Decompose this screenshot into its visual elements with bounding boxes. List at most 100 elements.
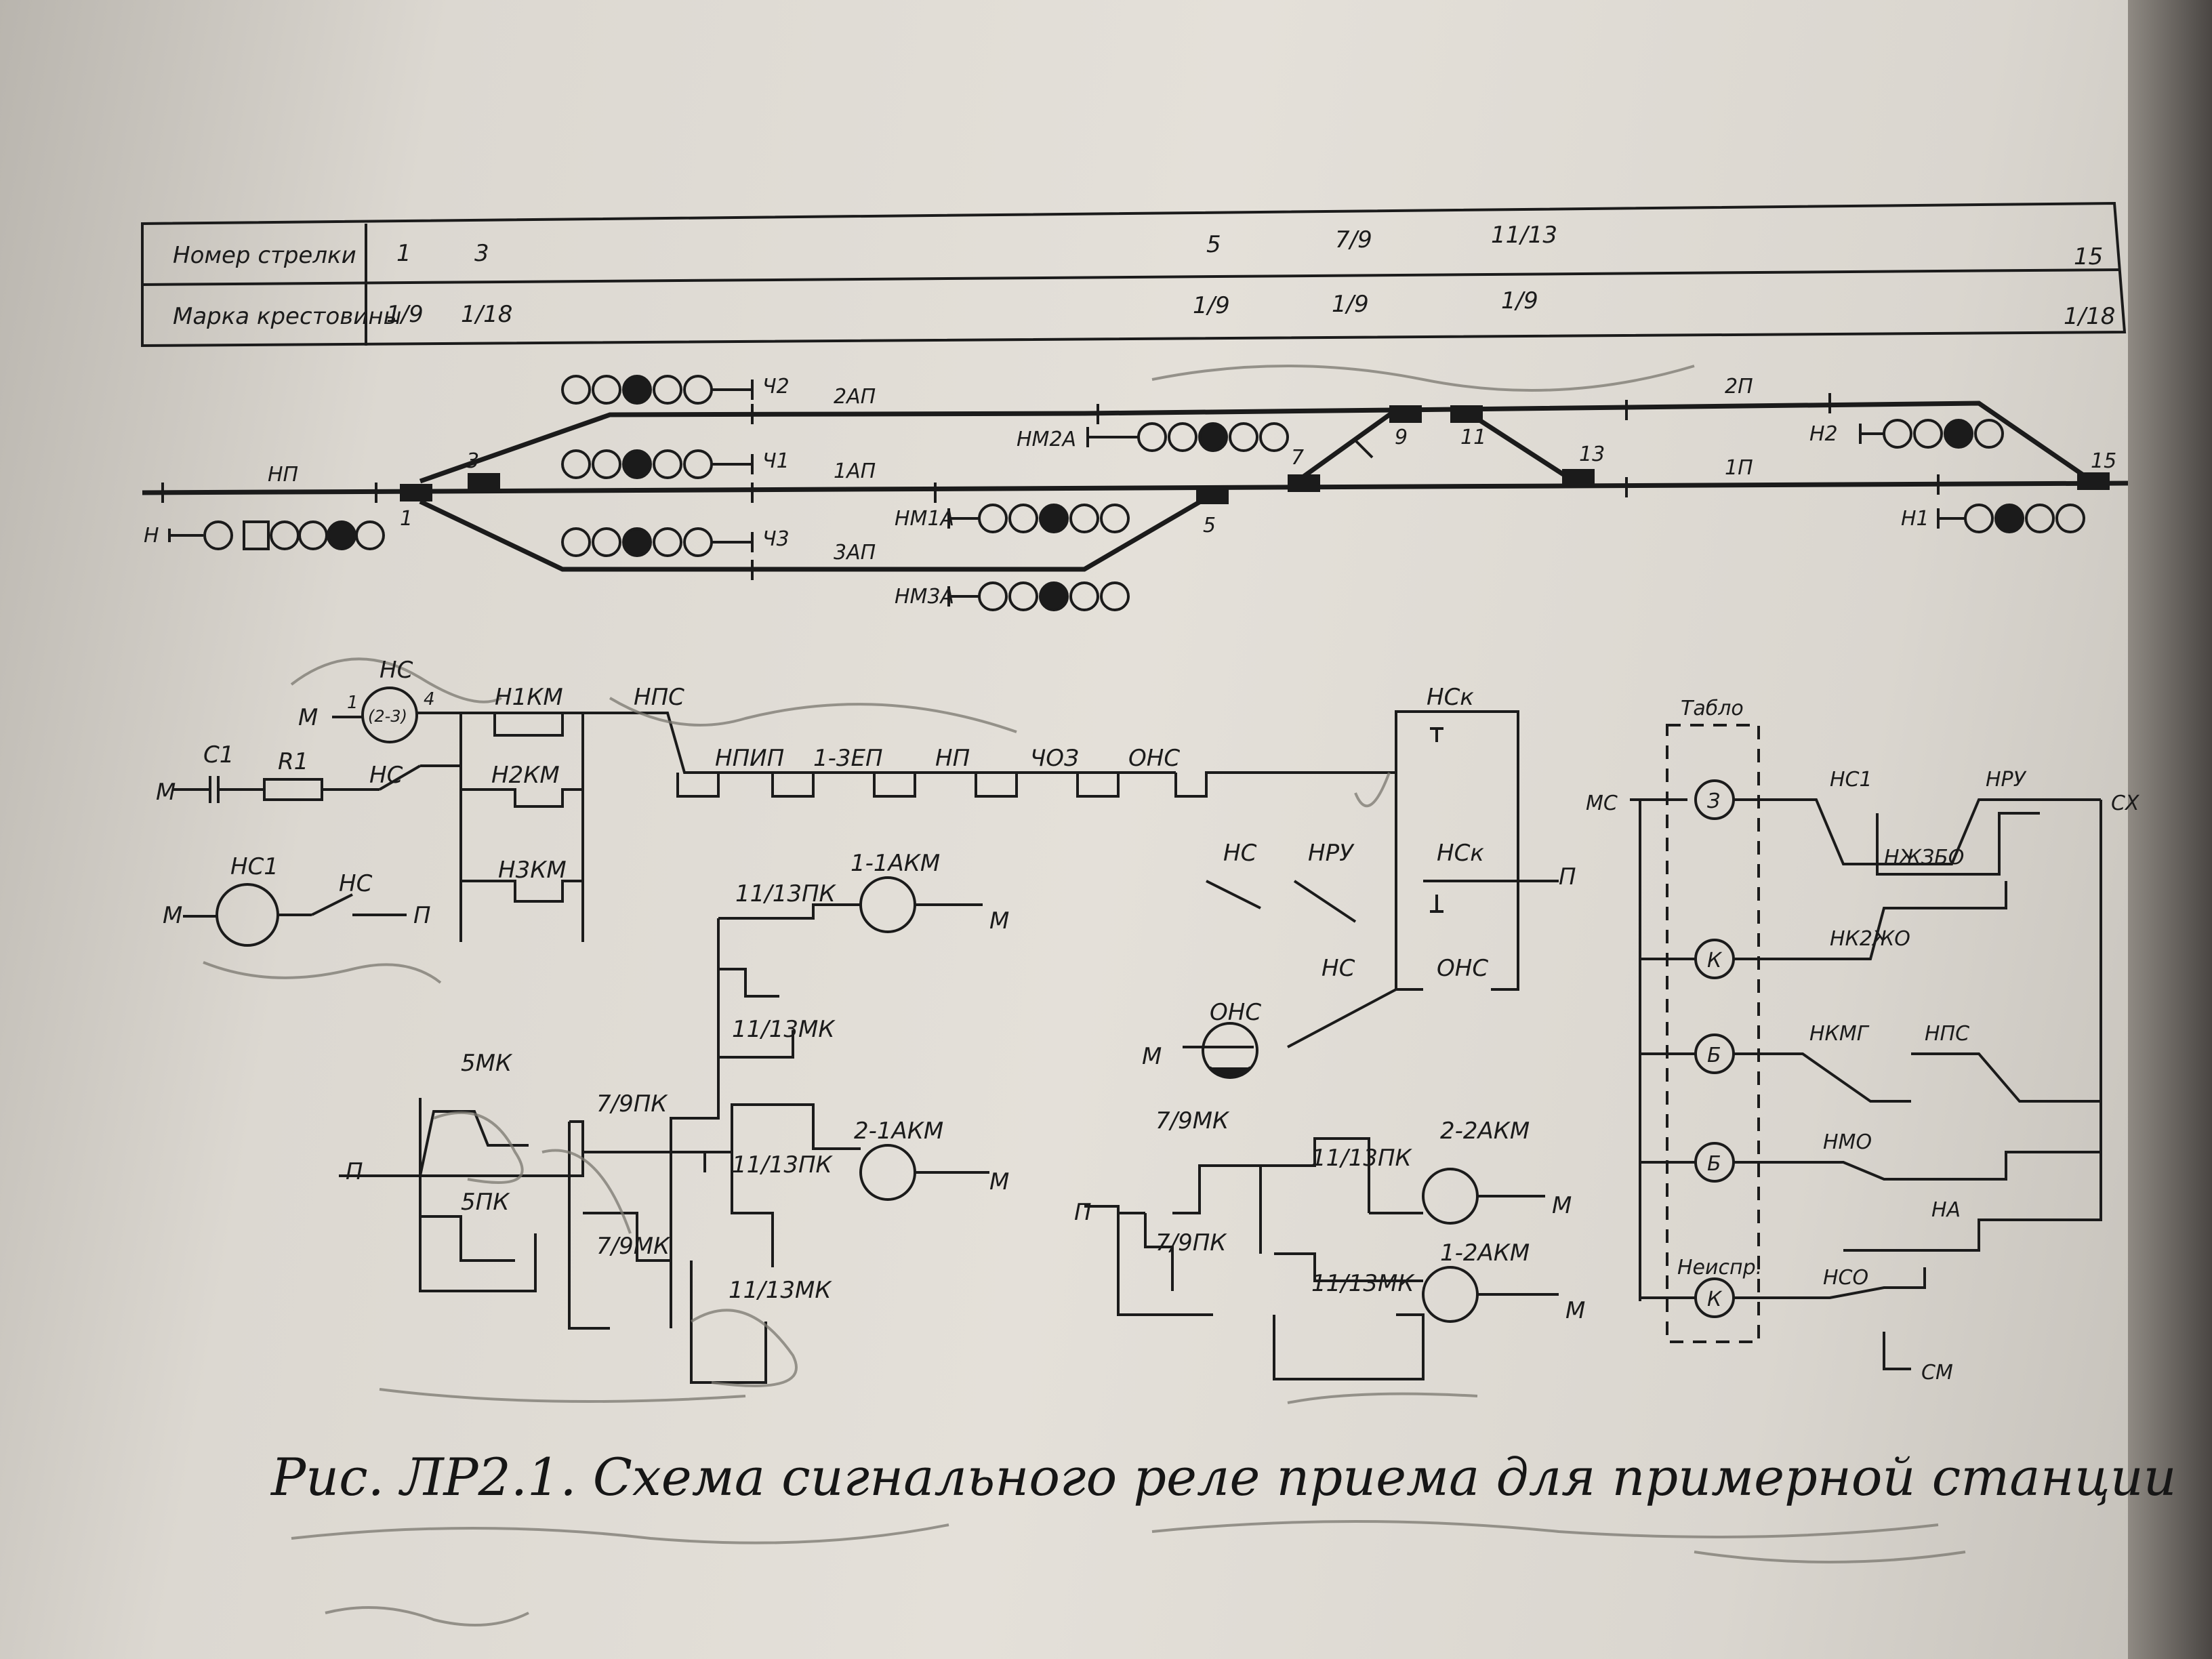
- track-plan: [142, 393, 2129, 580]
- relay-2-2akm-label: 2-2АКМ: [1440, 1118, 1530, 1145]
- relay-1-2akm-label: 1-2АКМ: [1440, 1240, 1530, 1267]
- signal-ch3-label: Ч3: [762, 527, 790, 551]
- m-terminal-3: М: [163, 902, 182, 929]
- capacitor-c1: С1: [203, 741, 234, 769]
- relay-ns1-label: НС1: [230, 853, 279, 880]
- signal-ch2-label: Ч2: [762, 375, 790, 398]
- contact-nps-2: НПС: [1925, 1022, 1969, 1046]
- frog-mark-15: 1/18: [2064, 303, 2115, 330]
- track-switch-1: 1: [400, 507, 413, 531]
- section-1ap: 1АП: [834, 459, 876, 483]
- switch-number-15: 15: [2074, 243, 2103, 270]
- signal-n1-label: Н1: [1901, 507, 1929, 531]
- pin-1-label: 1: [347, 693, 359, 713]
- signal-ch1-label: Ч1: [762, 449, 790, 473]
- contact-5pk: 5ПК: [461, 1189, 510, 1216]
- contact-11-13pk-a: 11/13ПК: [735, 880, 837, 907]
- pencil-marks: [203, 365, 1966, 1626]
- track-switch-5: 5: [1203, 514, 1216, 537]
- signal-nm3a-label: НМ3А: [895, 585, 954, 609]
- resistor-r1: R1: [278, 748, 308, 775]
- signal-n-head: [168, 520, 385, 550]
- signal-heads: [168, 375, 2085, 611]
- signal-nm3a-head: [947, 581, 1130, 611]
- contact-11-13pk-b: 11/13ПК: [732, 1151, 834, 1179]
- contact-11-13pk-c: 11/13ПК: [1311, 1145, 1413, 1172]
- figure-caption: Рис. ЛР2.1. Схема сигнального реле прием…: [271, 1447, 2177, 1507]
- signal-ch2-head: [561, 375, 754, 405]
- switch-number-1: 1: [396, 240, 411, 267]
- tablo-title: Табло: [1681, 697, 1744, 720]
- frog-mark-11-13: 1/9: [1501, 287, 1538, 314]
- m-terminal-6: М: [1552, 1192, 1572, 1219]
- relay-1-1akm-label: 1-1АКМ: [851, 850, 940, 877]
- frog-mark-7-9: 1/9: [1332, 291, 1369, 318]
- frog-mark-5: 1/9: [1193, 292, 1230, 319]
- signal-n2-label: Н2: [1809, 422, 1838, 446]
- switch-table: [141, 201, 2127, 348]
- sm-terminal: СМ: [1921, 1361, 1953, 1385]
- contact-nzhzbo: НЖЗБО: [1884, 846, 1964, 869]
- track-switch-7: 7: [1291, 446, 1304, 470]
- track-switch-9: 9: [1395, 426, 1408, 449]
- frog-mark-1: 1/9: [386, 301, 424, 328]
- track-switch-13: 13: [1579, 443, 1605, 466]
- contact-n1km: Н1КМ: [495, 684, 563, 711]
- contact-n2km: Н2КМ: [491, 762, 560, 789]
- p-terminal-a: П: [413, 902, 431, 929]
- section-1p: 1П: [1725, 456, 1753, 480]
- contact-1-3ep: 1-3ЕП: [813, 745, 883, 772]
- track-switch-3: 3: [466, 449, 479, 473]
- contact-nru: НРУ: [1308, 840, 1355, 867]
- m-terminal-7: М: [1565, 1297, 1585, 1324]
- p-terminal-c: П: [346, 1158, 363, 1185]
- contact-na: НА: [1931, 1198, 1961, 1222]
- contact-npip: НПИП: [715, 745, 784, 772]
- switch-number-3: 3: [474, 240, 489, 267]
- section-2ap: 2АП: [834, 385, 876, 409]
- contact-nsk-2: НСк: [1437, 840, 1484, 867]
- p-terminal-d: П: [1074, 1199, 1092, 1226]
- contact-7-9pk-b: 7/9ПК: [1155, 1229, 1227, 1256]
- contact-ns-3: НС: [339, 870, 373, 897]
- contact-7-9pk-a: 7/9ПК: [596, 1090, 668, 1118]
- contact-ns-5: НС: [1322, 955, 1355, 982]
- relay-ns-label: НС: [380, 657, 413, 684]
- neispr-label: Неиспр.: [1677, 1256, 1762, 1279]
- signal-n-label: Н: [144, 524, 159, 548]
- contact-ons-2: ОНС: [1437, 955, 1488, 982]
- contact-5mk: 5МК: [461, 1050, 513, 1077]
- contact-ns-2: НС: [369, 762, 403, 789]
- contact-11-13mk-c: 11/13МК: [1311, 1270, 1415, 1297]
- contact-nso: НСО: [1823, 1266, 1868, 1290]
- p-terminal-b: П: [1559, 863, 1576, 890]
- contact-ns1-b: НС1: [1830, 768, 1872, 792]
- lamp-k-label: К: [1707, 949, 1723, 972]
- contact-nkmg: НКМГ: [1809, 1022, 1870, 1046]
- signal-nm2a-label: НМ2А: [1017, 428, 1076, 451]
- lamp-k2-label: К: [1707, 1288, 1723, 1311]
- m-terminal-4: М: [989, 907, 1009, 935]
- frog-mark-3: 1/18: [461, 301, 512, 328]
- switch-number-5: 5: [1206, 231, 1221, 258]
- lamp-z-label: З: [1707, 790, 1720, 813]
- relay-2-1akm-label: 2-1АКМ: [854, 1118, 943, 1145]
- lamp-b2-label: Б: [1707, 1152, 1721, 1176]
- contact-nk2zho: НК2ЖО: [1830, 927, 1910, 951]
- section-2p: 2П: [1725, 375, 1753, 398]
- signal-n1-head: [1937, 504, 2085, 533]
- lamp-b1-label: Б: [1707, 1044, 1721, 1067]
- contact-np: НП: [935, 745, 970, 772]
- m-terminal-ons: М: [1142, 1043, 1162, 1070]
- signal-ch3-head: [561, 527, 754, 557]
- switch-number-11-13: 11/13: [1491, 222, 1557, 249]
- track-switch-11: 11: [1460, 426, 1486, 449]
- section-3ap: 3АП: [834, 541, 876, 565]
- pin-4-label: 4: [424, 689, 435, 710]
- track-switch-15: 15: [2091, 449, 2116, 473]
- switch-number-7-9: 7/9: [1335, 226, 1372, 253]
- contact-nmo: НМО: [1823, 1130, 1872, 1154]
- page-edge: [2128, 0, 2212, 1659]
